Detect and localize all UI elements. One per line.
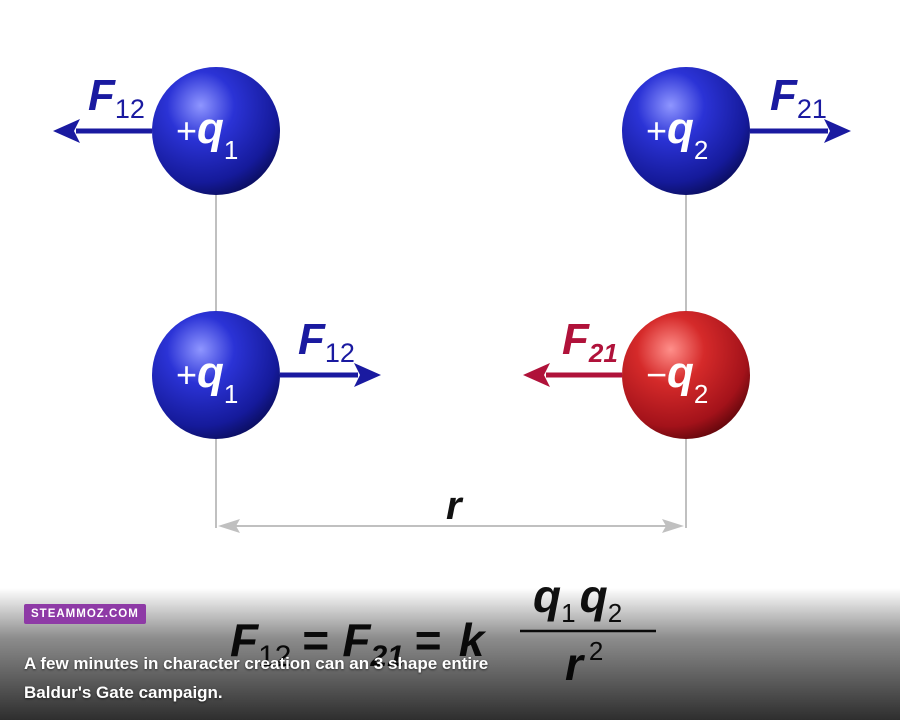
force-label-bottom-right: F21: [562, 315, 618, 368]
article-caption[interactable]: A few minutes in character creation can …: [24, 654, 489, 702]
force-label-top-right: F21: [770, 71, 827, 124]
caption-gradient-overlay: [0, 588, 900, 720]
charge-sphere-bottom-left: [152, 311, 280, 439]
charge-label-bottom-left: +q1: [176, 348, 238, 409]
charge-sphere-bottom-right: [622, 311, 750, 439]
distance-label: r: [446, 484, 464, 528]
force-arrow-bottom-left: [280, 363, 381, 387]
force-arrow-top-left: [53, 119, 152, 143]
site-badge[interactable]: STEAMMOZ.COM: [24, 604, 146, 624]
force-arrow-top-right: [750, 119, 851, 143]
charge-label-top-left: +q1: [176, 104, 238, 165]
force-label-bottom-left: F12: [298, 315, 355, 368]
charge-label-top-right: +q2: [646, 104, 708, 165]
charge-sphere-top-right: [622, 67, 750, 195]
distance-arrow: [218, 519, 684, 533]
charge-label-bottom-right: −q2: [646, 348, 708, 409]
force-label-top-left: F12: [88, 71, 145, 124]
force-arrow-bottom-right: [523, 363, 622, 387]
charge-sphere-top-left: [152, 67, 280, 195]
